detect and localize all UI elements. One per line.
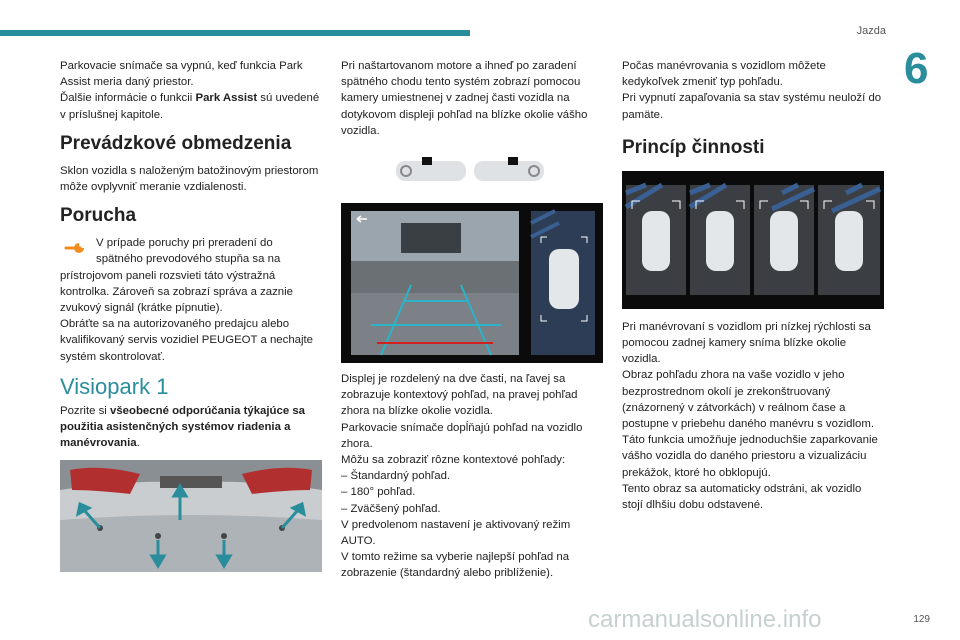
paragraph: Počas manévrovania s vozidlom môžete ked… (622, 60, 826, 89)
wrench-warning-icon (60, 237, 90, 260)
column-1: Parkovacie snímače sa vypnú, keď funkcia… (60, 58, 322, 572)
top-view-sequence-image (622, 170, 884, 309)
watermark: carmanualsonline.info (588, 606, 822, 633)
paragraph: Parkovacie snímače sa vypnú, keď funkcia… (60, 60, 303, 89)
paragraph: Obraz pohľadu zhora na vaše vozidlo v je… (622, 369, 875, 431)
list-item: – Zväčšený pohľad. (341, 502, 441, 515)
chapter-number: 6 (904, 44, 929, 93)
paragraph: Pri vypnutí zapaľovania sa stav systému … (622, 92, 882, 121)
page-number: 129 (913, 614, 930, 625)
car-rear-camera-image (60, 459, 322, 572)
paragraph: Tento obraz sa automaticky odstráni, ak … (622, 482, 862, 512)
list-item: – 180° pohľad. (341, 486, 416, 499)
paragraph: Obráťte sa na autorizovaného predajcu al… (60, 318, 314, 363)
heading-visiopark: Visiopark 1 (60, 373, 169, 399)
view-list: – Štandardný pohľad. – 180° pohľad. – Zv… (341, 468, 603, 517)
paragraph: Môžu sa zobraziť rôzne kontextové pohľad… (341, 454, 566, 467)
heading-limits: Prevádzkové obmedzenia (60, 132, 292, 154)
paragraph: V predvolenom nastavení je aktivovaný re… (341, 518, 571, 548)
paragraph: Pri manévrovaní s vozidlom pri nízkej rý… (622, 320, 871, 366)
column-3: Počas manévrovania s vozidlom môžete ked… (622, 58, 884, 513)
paragraph: Táto funkcia umožňuje jednoduchšie zapar… (622, 434, 878, 479)
top-accent-bar (0, 30, 470, 36)
paragraph: V tomto režime sa vyberie najlepší pohľa… (341, 551, 570, 580)
paragraph: V prípade poruchy pri preradení do spätn… (60, 237, 293, 315)
running-header: Jazda (856, 25, 886, 37)
heading-fault: Porucha (60, 205, 137, 227)
fault-block: V prípade poruchy pri preradení do spätn… (60, 235, 322, 316)
column-2: Pri naštartovanom motore a ihneď po zara… (341, 58, 603, 582)
paragraph: Sklon vozidla s naloženým batožinovým pr… (60, 164, 319, 194)
paragraph: Ďalšie informácie o funkcii Park Assist … (60, 92, 320, 121)
paragraph: Pozrite si všeobecné odporúčania týkajúc… (60, 405, 306, 450)
paragraph: Displej je rozdelený na dve časti, na ľa… (341, 373, 578, 418)
paragraph: Parkovacie snímače dopĺňajú pohľad na vo… (341, 421, 583, 450)
dashboard-gauges-image (396, 155, 546, 190)
camera-display-image (341, 203, 603, 364)
heading-principle: Princíp činnosti (622, 136, 765, 158)
list-item: – Štandardný pohľad. (341, 470, 451, 483)
paragraph: Pri naštartovanom motore a ihneď po zara… (341, 60, 588, 137)
